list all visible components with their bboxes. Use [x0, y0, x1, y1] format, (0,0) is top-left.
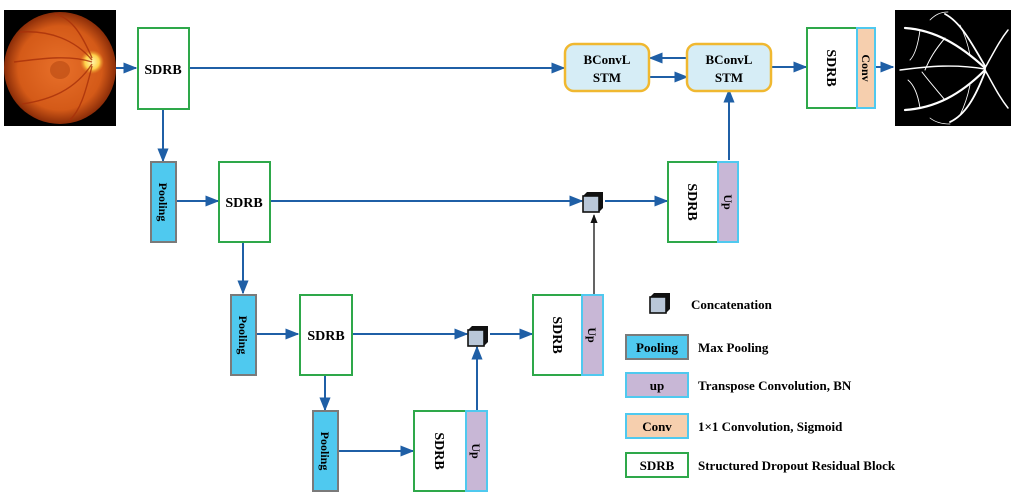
- sdrb-label: SDRB: [549, 316, 564, 353]
- legend-pooling-key: Pooling: [636, 340, 678, 355]
- sdrb-label: SDRB: [225, 196, 262, 211]
- pooling-label: Pooling: [236, 316, 250, 355]
- bconvl-label: BConvL: [706, 52, 753, 67]
- up-label: Up: [585, 327, 599, 343]
- pooling-label: Pooling: [318, 432, 332, 471]
- sdrb-block-l4: SDRB: [413, 410, 467, 492]
- up-label: Up: [721, 194, 735, 210]
- legend-up-key: up: [650, 378, 664, 393]
- up-block-l3: Up: [581, 294, 604, 376]
- pooling-label: Pooling: [156, 183, 170, 222]
- connectors: [116, 52, 895, 457]
- sdrb-block-decoder-l2: SDRB: [667, 161, 719, 243]
- conv-block: Conv: [856, 27, 876, 109]
- output-vessel-segmentation: [895, 10, 1011, 126]
- up-block-l4: Up: [465, 410, 488, 492]
- sdrb-label: SDRB: [431, 432, 446, 469]
- bconvl-label: BConvL: [584, 52, 631, 67]
- up-block-l2: Up: [717, 161, 739, 243]
- legend-conv-desc: 1×1 Convolution, Sigmoid: [698, 419, 843, 434]
- sdrb-block-l2: SDRB: [218, 161, 271, 243]
- legend-conv-key: Conv: [642, 419, 672, 434]
- legend-sdrb-desc: Structured Dropout Residual Block: [698, 458, 896, 473]
- sdrb-block-decoder-l3: SDRB: [532, 294, 583, 376]
- legend-sdrb-swatch: [625, 452, 689, 478]
- conv-label: Conv: [859, 54, 873, 81]
- sdrb-block-l3: SDRB: [299, 294, 353, 376]
- stm-label: STM: [593, 70, 621, 85]
- pooling-block-l3: Pooling: [230, 294, 257, 376]
- pooling-block-l4: Pooling: [312, 410, 339, 492]
- legend-pooling-swatch: [625, 334, 689, 360]
- concat-icon: [582, 192, 603, 213]
- legend-sdrb-key: SDRB: [640, 458, 675, 473]
- concat-icon: [649, 293, 670, 314]
- legend-concatenation-text: Concatenation: [691, 297, 773, 312]
- stm-label: STM: [715, 70, 743, 85]
- up-label: Up: [469, 443, 483, 459]
- sdrb-label: SDRB: [823, 49, 838, 86]
- legend-up-desc: Transpose Convolution, BN: [698, 378, 852, 393]
- sdrb-label: SDRB: [684, 183, 699, 220]
- legend-pooling-desc: Max Pooling: [698, 340, 769, 355]
- concat-icon: [467, 326, 488, 347]
- sdrb-label: SDRB: [144, 63, 181, 78]
- bconvl-stm-block-right: BConvL STM: [685, 42, 773, 93]
- legend-up-swatch: [625, 372, 689, 398]
- sdrb-label: SDRB: [307, 329, 344, 344]
- pooling-block-l2: Pooling: [150, 161, 177, 243]
- legend: Concatenation Pooling Max Pooling up Tra…: [625, 293, 896, 478]
- sdrb-block-l1: SDRB: [137, 27, 190, 110]
- sdrb-block-output: SDRB: [806, 27, 858, 109]
- input-retina-image: [4, 10, 116, 126]
- legend-conv-swatch: [625, 413, 689, 439]
- bconvl-stm-block-left: BConvL STM: [563, 42, 651, 93]
